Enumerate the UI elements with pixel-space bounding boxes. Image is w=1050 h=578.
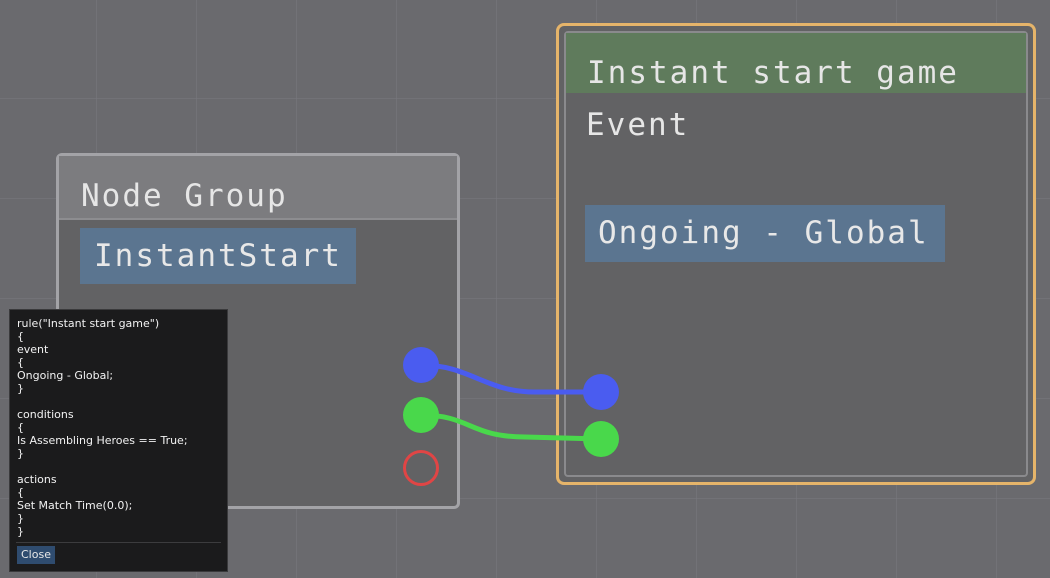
close-button[interactable]: Close [17,546,55,564]
event-node-header[interactable]: Instant start game [566,33,1026,93]
node-group-title: Node Group [81,178,288,214]
event-node-title: Instant start game [587,55,959,91]
condition-output-port[interactable] [403,397,439,433]
code-preview-popup: rule("Instant start game") { event { Ong… [9,309,228,572]
flow-input-port[interactable] [583,374,619,410]
flow-output-port[interactable] [403,347,439,383]
code-preview-text: rule("Instant start game") { event { Ong… [17,317,188,538]
event-label: Event [586,107,690,143]
event-node[interactable]: Instant start game Event Ongoing - Globa… [556,23,1036,485]
popup-divider [16,542,221,543]
node-group-header[interactable]: Node Group [59,156,457,220]
event-type-field[interactable]: Ongoing - Global [585,205,945,262]
condition-input-port[interactable] [583,421,619,457]
unconnected-output-port[interactable] [403,450,439,486]
node-group-name-field[interactable]: InstantStart [80,228,356,284]
event-node-body: Instant start game Event Ongoing - Globa… [564,31,1028,477]
